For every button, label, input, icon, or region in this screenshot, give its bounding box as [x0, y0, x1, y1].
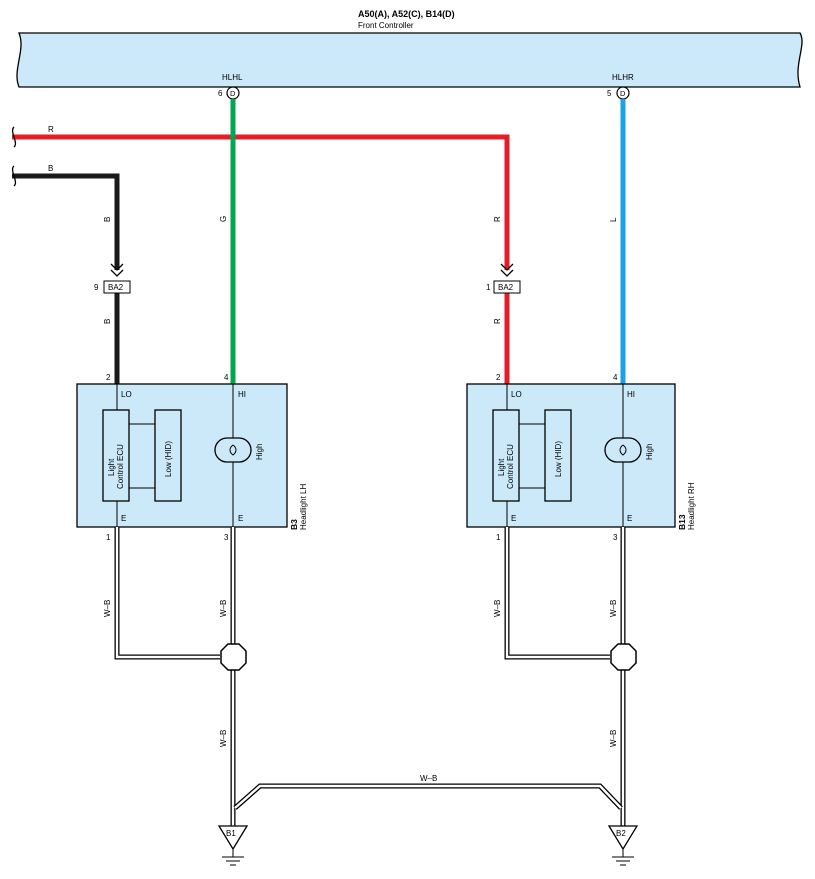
ground-wire-label: W–B — [609, 730, 618, 747]
ecu-label-line1: Light — [497, 458, 506, 476]
pin-e2-number: 3 — [224, 533, 229, 542]
connector-letter: D — [230, 89, 236, 98]
front-controller: A50(A), A52(C), B14(D) Front Controller — [16, 9, 803, 88]
wire-label-b-top: B — [48, 164, 53, 173]
wire-label-r-lower: R — [493, 318, 502, 324]
chevron-icon — [110, 263, 124, 277]
ground-label: B1 — [226, 829, 236, 838]
ground-symbol-icon — [611, 848, 635, 866]
wire-label-g-vert: G — [219, 216, 228, 222]
unit-name: Headlight LH — [299, 484, 308, 530]
wire-label-r-vert: R — [493, 216, 502, 222]
ecu-label-line2: Control ECU — [506, 444, 515, 489]
connector-letter: D — [620, 89, 626, 98]
pin-number: 6 — [218, 89, 223, 98]
high-bulb-icon — [214, 437, 252, 463]
pin-label: HLHR — [612, 73, 634, 82]
wire-label-b-vert: B — [103, 217, 112, 222]
ground-wire-label: W–B — [219, 730, 228, 747]
pin-number: 5 — [607, 89, 612, 98]
e2-label: E — [627, 514, 632, 523]
ecu-label-line2: Control ECU — [116, 444, 125, 489]
low-hid-label: Low (HID) — [164, 441, 173, 477]
junction-box — [103, 280, 131, 294]
pin-label: HLHL — [222, 73, 243, 82]
ground-triangle-icon — [607, 825, 639, 851]
unit-code: B13 — [677, 514, 687, 530]
e1-label: E — [121, 514, 126, 523]
pin-hi-number: 4 — [224, 373, 229, 382]
ground-wire-label: W–B — [103, 600, 112, 617]
pin-e1-number: 1 — [496, 533, 501, 542]
unit-code: B3 — [289, 519, 299, 530]
pin-hi-label: HI — [238, 390, 246, 399]
headlight-lh: 2 4 LO HI Light Control ECU Low (HID) Hi… — [76, 373, 308, 542]
ground-wire-label: W–B — [609, 600, 618, 617]
ground-crosslink — [233, 783, 623, 810]
e2-label: E — [238, 514, 243, 523]
ground-wire-rh — [504, 527, 626, 826]
pin-e2-number: 3 — [613, 533, 618, 542]
pin-lo-label: LO — [121, 390, 132, 399]
headlight-rh: 2 4 LO HI Light Control ECU Low (HID) Hi… — [466, 373, 696, 542]
junction-box — [493, 280, 521, 294]
ground-triangle-icon — [217, 825, 249, 851]
pin-hi-label: HI — [627, 390, 635, 399]
wire-break-r — [11, 126, 17, 148]
unit-name: Headlight RH — [687, 482, 696, 530]
junction-pin: 9 — [94, 283, 99, 292]
ecu-label-line1: Light — [107, 458, 116, 476]
low-hid-lamp — [544, 409, 572, 502]
junction-label: BA2 — [498, 283, 514, 292]
junction-connector-ba2-left: BA2 9 — [94, 263, 131, 294]
wire-label-b-lower: B — [103, 319, 112, 324]
splice-point-lh — [220, 643, 247, 671]
filament — [619, 444, 627, 456]
e1-label: E — [511, 514, 516, 523]
pin-e1-number: 1 — [106, 533, 111, 542]
ground-point-b1: B1 — [217, 825, 249, 866]
junction-connector-ba2-right: BA2 1 — [486, 263, 521, 294]
chevron-icon — [500, 263, 514, 277]
ground-point-b2: B2 — [607, 825, 639, 866]
ground-wiring — [114, 527, 626, 826]
ground-label: B2 — [616, 829, 626, 838]
high-label: High — [255, 444, 264, 460]
ground-symbol-icon — [221, 848, 245, 866]
controller-body — [16, 32, 803, 88]
wire-label-l-vert: L — [609, 217, 618, 222]
pin-hi-number: 4 — [613, 373, 618, 382]
light-control-ecu — [492, 409, 520, 502]
controller-name: Front Controller — [358, 21, 414, 30]
ground-wire-label: W–B — [493, 600, 502, 617]
pin-lo-label: LO — [511, 390, 522, 399]
wire-break-b — [11, 165, 17, 187]
ground-wire-label: W–B — [420, 774, 437, 783]
junction-label: BA2 — [108, 283, 124, 292]
light-control-ecu — [102, 409, 130, 502]
pin-lo-number: 2 — [496, 373, 501, 382]
controller-pin-hlhr: HLHR D 5 — [607, 73, 634, 100]
splice-point-rh — [610, 643, 637, 671]
low-hid-lamp — [154, 409, 182, 502]
wire-red-top — [12, 134, 510, 270]
pin-lo-number: 2 — [106, 373, 111, 382]
wire-black-top — [12, 173, 120, 270]
ground-wire-lh — [114, 527, 236, 826]
junction-pin: 1 — [486, 283, 491, 292]
ground-wire-label: W–B — [219, 600, 228, 617]
wire-label-r-top: R — [48, 125, 54, 134]
controller-code: A50(A), A52(C), B14(D) — [358, 9, 455, 19]
high-bulb-icon — [604, 437, 642, 463]
filament — [229, 444, 237, 456]
low-hid-label: Low (HID) — [554, 441, 563, 477]
high-label: High — [645, 444, 654, 460]
